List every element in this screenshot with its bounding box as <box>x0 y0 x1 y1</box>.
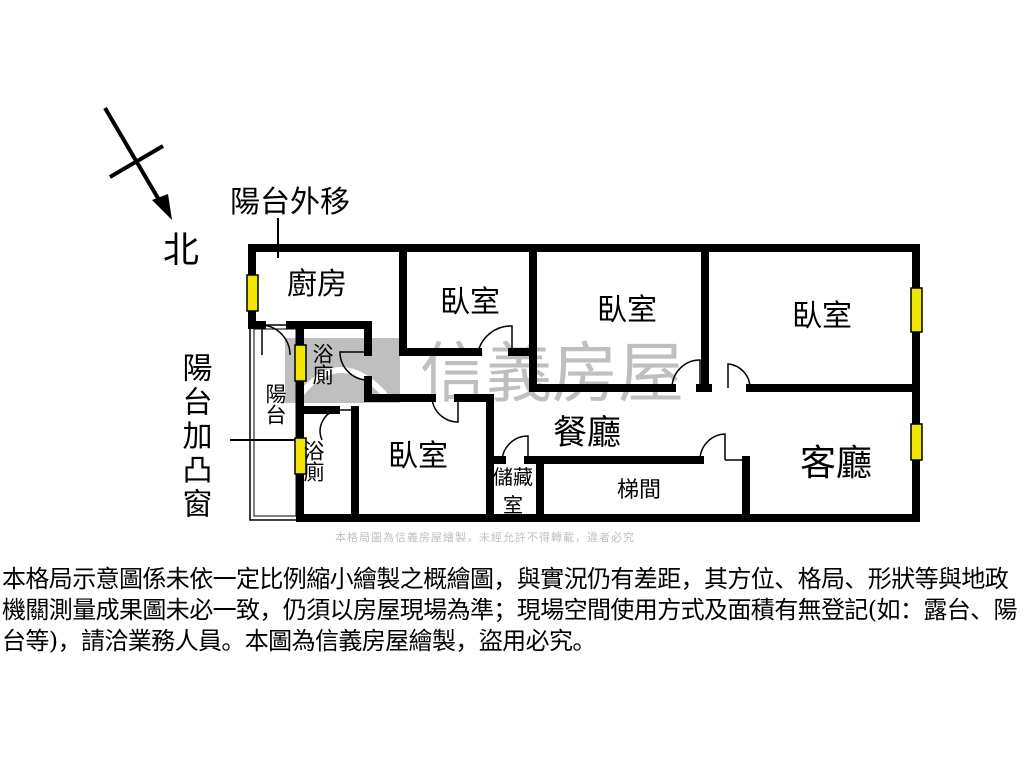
window-icon <box>910 423 923 461</box>
north-arrow-icon <box>103 106 172 220</box>
room-dining: 餐廳 <box>553 413 621 453</box>
door-icon <box>727 363 751 389</box>
windows <box>246 274 923 475</box>
door-icon <box>501 435 529 461</box>
door-icon <box>477 325 513 353</box>
watermark: 信義房屋 本格局圖為信義房屋繪製，未經允許不得轉載，違者必究 <box>285 335 684 544</box>
room-bedroom: 臥室 <box>440 285 500 320</box>
door-icon <box>431 397 459 423</box>
annotation-balcony-moved-out: 陽台外移 <box>230 185 350 220</box>
room-kitchen: 廚房 <box>287 267 347 302</box>
room-bedroom: 臥室 <box>388 439 448 474</box>
door-icon <box>699 433 746 461</box>
annotation-balcony-bay-window: 陽台加凸窗 <box>177 352 213 522</box>
room-bathroom: 浴廁 <box>301 440 325 482</box>
door-icon <box>671 359 701 389</box>
room-stairwell: 梯間 <box>617 478 661 503</box>
window-icon <box>910 287 923 333</box>
room-living: 客廳 <box>800 443 872 484</box>
room-bedroom: 臥室 <box>597 293 657 328</box>
door-icon <box>261 324 291 356</box>
window-icon <box>294 344 307 382</box>
room-balcony: 陽台 <box>263 383 287 425</box>
door-icon <box>319 409 355 441</box>
room-storage: 儲藏 室 <box>493 465 539 517</box>
window-icon <box>294 437 307 475</box>
room-bathroom: 浴廁 <box>310 343 334 385</box>
window-icon <box>246 274 259 312</box>
storage-label: 儲藏 <box>493 465 533 489</box>
storage-label-line-2: 室 <box>503 493 523 517</box>
watermark-notice: 本格局圖為信義房屋繪製，未經允許不得轉載，違者必究 <box>335 530 635 544</box>
room-bedroom: 臥室 <box>792 299 852 334</box>
north-label: 北 <box>163 230 199 271</box>
walls <box>248 244 920 522</box>
door-icon <box>339 351 369 381</box>
doors <box>261 324 751 461</box>
disclaimer-text: 本格局示意圖係未依一定比例縮小繪製之概繪圖，與實況仍有差距，其方位、格局、形狀等… <box>2 565 1018 655</box>
